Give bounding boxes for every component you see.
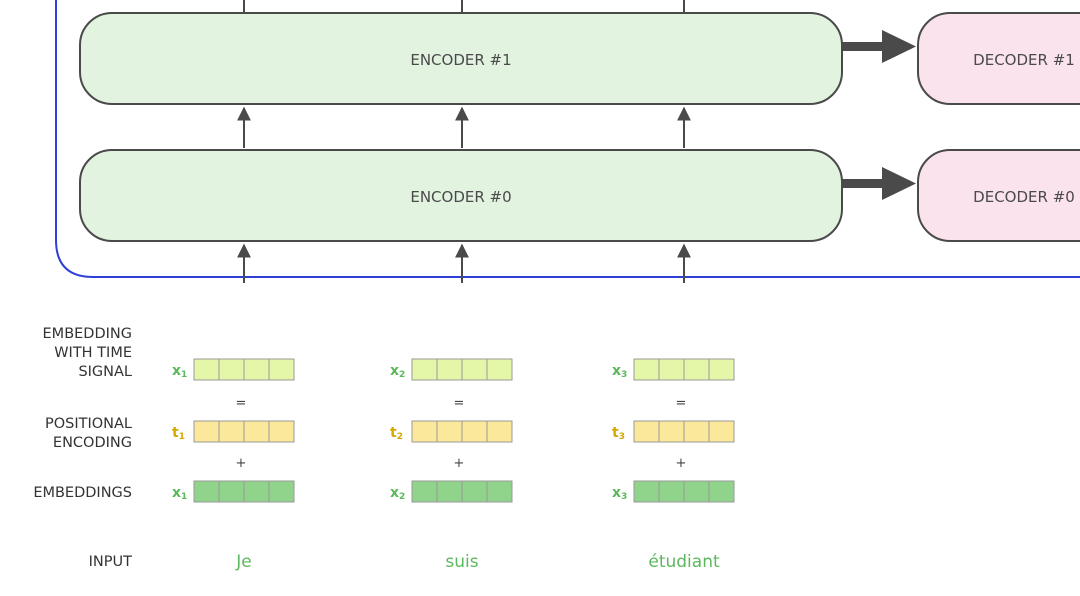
svg-text:EMBEDDINGS: EMBEDDINGS bbox=[33, 485, 132, 501]
vector-cell bbox=[436, 420, 463, 443]
encoder-1-label: ENCODER #1 bbox=[410, 51, 511, 69]
vector-cell bbox=[658, 480, 685, 503]
vector-cell bbox=[683, 420, 710, 443]
row-label-positional-encoding: POSITIONAL ENCODING bbox=[45, 416, 132, 451]
vector-cell bbox=[658, 420, 685, 443]
row-label-input: INPUT bbox=[89, 554, 132, 570]
vector-cell bbox=[243, 480, 270, 503]
vector-cell bbox=[218, 420, 245, 443]
middle-arrows bbox=[237, 106, 691, 148]
embedding-vector: x1 bbox=[172, 480, 295, 503]
vector-cell bbox=[461, 480, 488, 503]
svg-text:EMBEDDING: EMBEDDING bbox=[43, 326, 132, 342]
vector-label: x1 bbox=[172, 363, 187, 380]
encoder-0-label: ENCODER #0 bbox=[410, 188, 511, 206]
vector-cell bbox=[486, 420, 513, 443]
equals-sign: = bbox=[454, 396, 465, 411]
decoder-0: DECODER #0 bbox=[917, 149, 1080, 242]
vector-cell bbox=[658, 358, 685, 381]
vector-cell bbox=[193, 358, 220, 381]
input-word: Je bbox=[235, 552, 251, 572]
vector-cell bbox=[268, 358, 295, 381]
vector-cell bbox=[268, 420, 295, 443]
row-label-embedding-time-signal: EMBEDDING WITH TIME SIGNAL bbox=[43, 326, 132, 380]
decoder-0-label: DECODER #0 bbox=[973, 188, 1075, 206]
top-arrows bbox=[243, 0, 685, 13]
token-column: x1 t1 x1 = + Je bbox=[172, 358, 295, 572]
positional-encoding-vector: t3 bbox=[612, 420, 735, 443]
time-signal-vector: x1 bbox=[172, 358, 295, 381]
equals-sign: = bbox=[676, 396, 687, 411]
embedding-vector: x3 bbox=[612, 480, 735, 503]
positional-encoding-vector: t1 bbox=[172, 420, 295, 443]
svg-text:ENCODING: ENCODING bbox=[53, 435, 132, 451]
vector-cell bbox=[461, 358, 488, 381]
vector-cell bbox=[218, 480, 245, 503]
vector-cell bbox=[411, 480, 438, 503]
vector-cell bbox=[243, 420, 270, 443]
vector-cell bbox=[633, 420, 660, 443]
vector-label: x3 bbox=[612, 485, 627, 502]
encoder-0: ENCODER #0 bbox=[79, 149, 843, 242]
vector-cell bbox=[411, 358, 438, 381]
vector-cell bbox=[486, 480, 513, 503]
svg-text:INPUT: INPUT bbox=[89, 554, 132, 570]
vector-label: x2 bbox=[390, 485, 405, 502]
vector-cell bbox=[708, 420, 735, 443]
vector-label: t1 bbox=[172, 425, 185, 442]
time-signal-vector: x3 bbox=[612, 358, 735, 381]
vector-label: t3 bbox=[612, 425, 625, 442]
token-column: x3 t3 x3 = + étudiant bbox=[612, 358, 735, 572]
vector-cell bbox=[218, 358, 245, 381]
positional-encoding-vector: t2 bbox=[390, 420, 513, 443]
vector-cell bbox=[411, 420, 438, 443]
vector-cell bbox=[436, 480, 463, 503]
vector-cell bbox=[683, 480, 710, 503]
vector-label: t2 bbox=[390, 425, 403, 442]
vector-cell bbox=[193, 480, 220, 503]
vector-cell bbox=[633, 358, 660, 381]
plus-sign: + bbox=[454, 456, 465, 471]
vector-cell bbox=[193, 420, 220, 443]
vector-cell bbox=[683, 358, 710, 381]
encoder-to-decoder-arrow-0 bbox=[842, 167, 916, 200]
vector-cell bbox=[708, 358, 735, 381]
vector-label: x2 bbox=[390, 363, 405, 380]
input-word: étudiant bbox=[648, 552, 720, 572]
token-column: x2 t2 x2 = + suis bbox=[390, 358, 513, 572]
decoder-1: DECODER #1 bbox=[917, 12, 1080, 105]
vector-label: x1 bbox=[172, 485, 187, 502]
vector-cell bbox=[243, 358, 270, 381]
plus-sign: + bbox=[236, 456, 247, 471]
vector-cell bbox=[486, 358, 513, 381]
plus-sign: + bbox=[676, 456, 687, 471]
encoder-stack-border bbox=[55, 0, 1080, 278]
vector-cell bbox=[436, 358, 463, 381]
vector-cell bbox=[633, 480, 660, 503]
vector-cell bbox=[708, 480, 735, 503]
bottom-arrows bbox=[237, 243, 691, 283]
decoder-1-label: DECODER #1 bbox=[973, 51, 1075, 69]
embedding-vector: x2 bbox=[390, 480, 513, 503]
vector-cell bbox=[268, 480, 295, 503]
svg-text:WITH TIME: WITH TIME bbox=[54, 345, 132, 361]
row-label-embeddings: EMBEDDINGS bbox=[33, 485, 132, 501]
vector-label: x3 bbox=[612, 363, 627, 380]
vector-cell bbox=[461, 420, 488, 443]
time-signal-vector: x2 bbox=[390, 358, 513, 381]
svg-text:POSITIONAL: POSITIONAL bbox=[45, 416, 132, 432]
encoder-to-decoder-arrow-1 bbox=[842, 30, 916, 63]
token-columns: x1 t1 x1 = + Je x2 t2 x2 = + suis x3 t3 x3 = + étudiant bbox=[172, 358, 735, 572]
encoder-1: ENCODER #1 bbox=[79, 12, 843, 105]
input-word: suis bbox=[445, 552, 478, 572]
equals-sign: = bbox=[236, 396, 247, 411]
svg-text:SIGNAL: SIGNAL bbox=[78, 364, 132, 380]
